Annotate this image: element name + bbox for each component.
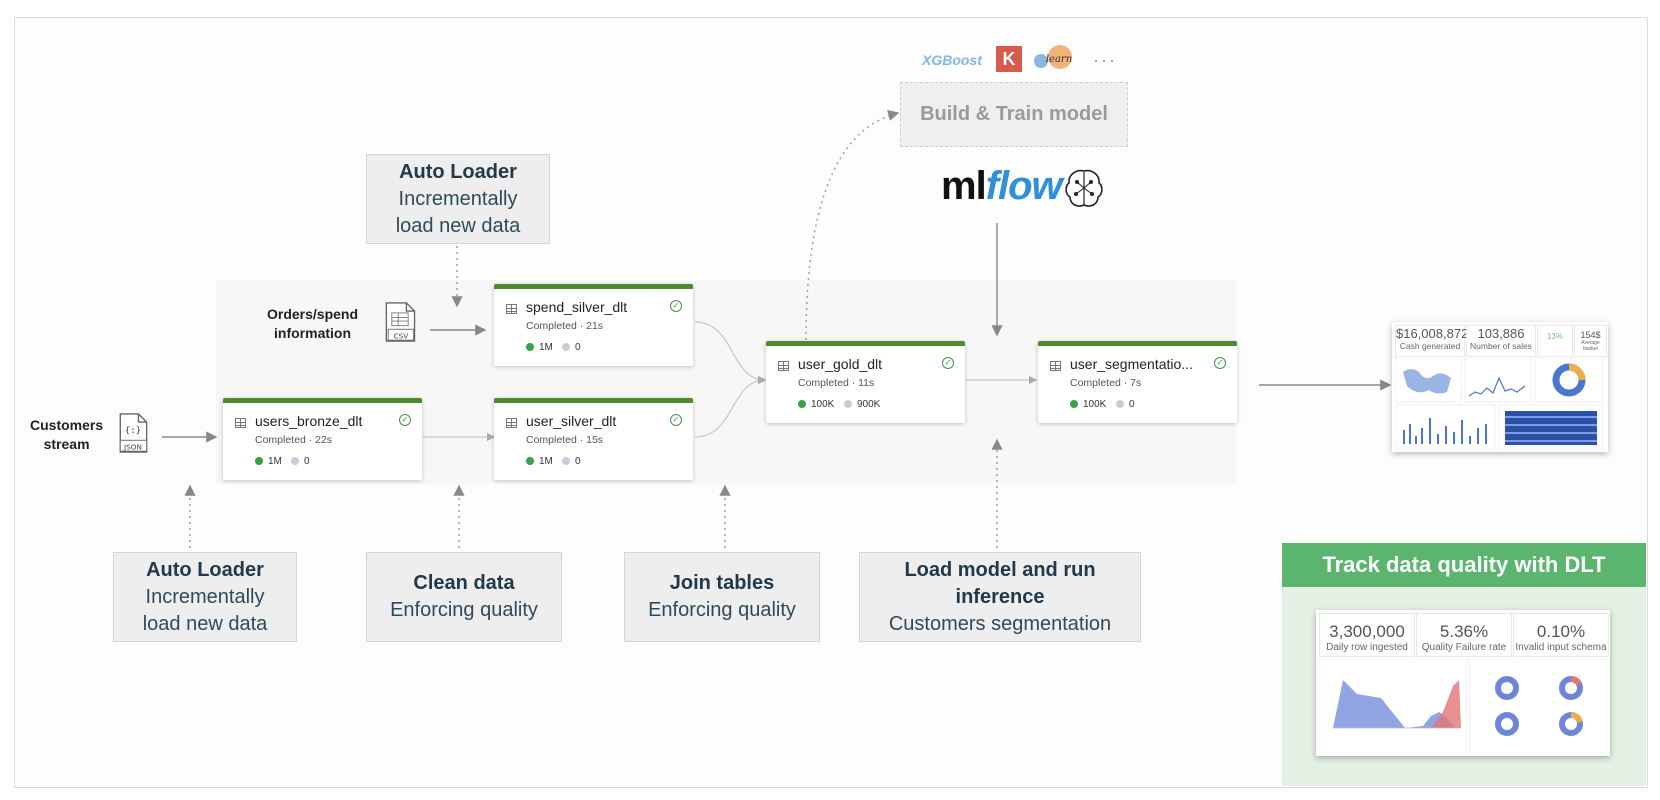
sklearn-logo: learn	[1034, 45, 1072, 69]
node-status: Completed · 15s	[526, 434, 604, 446]
node-users-bronze[interactable]: users_bronze_dlt Completed · 22s ✓ 1M 0	[223, 398, 422, 480]
build-train-model-box: Build & Train model	[900, 82, 1128, 147]
node-name: user_silver_dlt	[526, 413, 617, 429]
mlflow-logo: mlflow	[941, 164, 1063, 208]
table-icon	[235, 418, 246, 428]
orders-spend-label: Orders/spend information	[267, 306, 359, 341]
node-status: Completed · 22s	[255, 434, 333, 446]
callout-text: Incrementally load new data	[395, 188, 521, 237]
customers-stream-label: Customers stream	[30, 417, 104, 452]
callout-title: Auto Loader	[146, 559, 264, 581]
callout-text: Enforcing quality	[390, 599, 538, 621]
check-circle-icon: ✓	[1214, 357, 1226, 369]
more-frameworks-icon: ···	[1093, 50, 1117, 70]
node-spend-silver[interactable]: spend_silver_dlt Completed · 21s ✓ 1M 0	[494, 284, 693, 366]
callout-autoloader-top: Auto Loader Incrementally load new data	[366, 154, 550, 244]
callout-title: Auto Loader	[399, 161, 517, 183]
metric-dropped: 900K	[844, 399, 880, 410]
check-circle-icon: ✓	[942, 357, 954, 369]
node-name: spend_silver_dlt	[526, 299, 628, 315]
brain-icon	[1065, 169, 1103, 207]
dotted-gold-to-train	[805, 109, 900, 341]
metric-dropped: 0	[562, 456, 581, 467]
node-status: Completed · 7s	[1070, 377, 1142, 389]
kpi-card: 0.10%Invalid input schema	[1513, 613, 1609, 657]
node-user-segmentation[interactable]: user_segmentatio... Completed · 7s ✓ 100…	[1038, 341, 1237, 423]
svg-text:JSON: JSON	[123, 442, 142, 451]
metric-written: 100K	[798, 399, 834, 410]
check-circle-icon: ✓	[399, 414, 411, 426]
kpi-card: 13%	[1537, 325, 1573, 357]
link-silver-to-gold	[694, 375, 767, 438]
callout-autoloader-bottom: Auto Loader Incrementally load new data	[113, 552, 297, 642]
table-icon	[506, 418, 517, 428]
node-user-silver[interactable]: user_silver_dlt Completed · 15s ✓ 1M 0	[494, 398, 693, 480]
check-circle-icon: ✓	[670, 414, 682, 426]
callout-inference: Load model and run inference Customers s…	[859, 552, 1141, 642]
metric-written: 1M	[526, 456, 553, 467]
callout-join-tables: Join tables Enforcing quality	[624, 552, 820, 642]
table-icon	[1050, 361, 1061, 371]
check-circle-icon: ✓	[670, 300, 682, 312]
node-name: user_segmentatio...	[1070, 356, 1193, 372]
node-user-gold[interactable]: user_gold_dlt Completed · 11s ✓ 100K 900…	[766, 341, 965, 423]
node-name: user_gold_dlt	[798, 356, 883, 372]
metric-dropped: 0	[291, 456, 310, 467]
metric-written: 1M	[526, 342, 553, 353]
kpi-card: 5.36%Quality Failure rate	[1416, 613, 1512, 657]
svg-text:{:}: {:}	[125, 426, 141, 436]
json-file-icon: {:} JSON	[119, 413, 148, 453]
table-icon	[778, 361, 789, 371]
svg-text:learn: learn	[1046, 54, 1072, 65]
table-icon	[506, 304, 517, 314]
node-status: Completed · 11s	[798, 377, 875, 389]
callout-text: Enforcing quality	[648, 599, 796, 621]
dlt-charts	[1319, 658, 1607, 753]
dashboard-charts	[1395, 358, 1604, 449]
dlt-panel-title: Track data quality with DLT	[1282, 543, 1646, 587]
svg-text:CSV: CSV	[394, 331, 409, 340]
node-name: users_bronze_dlt	[255, 413, 363, 429]
callout-clean-data: Clean data Enforcing quality	[366, 552, 562, 642]
metric-dropped: 0	[1116, 399, 1135, 410]
xgboost-logo: XGBoost	[922, 52, 982, 68]
metric-written: 1M	[255, 456, 282, 467]
callout-title: Clean data	[413, 572, 515, 594]
node-status: Completed · 21s	[526, 320, 604, 332]
link-spend-to-gold	[694, 321, 767, 385]
keras-logo: K	[996, 46, 1022, 72]
callout-text: Customers segmentation	[888, 613, 1112, 635]
csv-file-icon: CSV	[385, 302, 416, 342]
callout-title: Load model and run inference	[904, 559, 1096, 608]
callout-text: Incrementally load new data	[142, 586, 268, 635]
metric-written: 100K	[1070, 399, 1106, 410]
metric-dropped: 0	[562, 342, 581, 353]
callout-title: Join tables	[669, 572, 775, 594]
kpi-card: 154$Average basket	[1574, 325, 1607, 357]
